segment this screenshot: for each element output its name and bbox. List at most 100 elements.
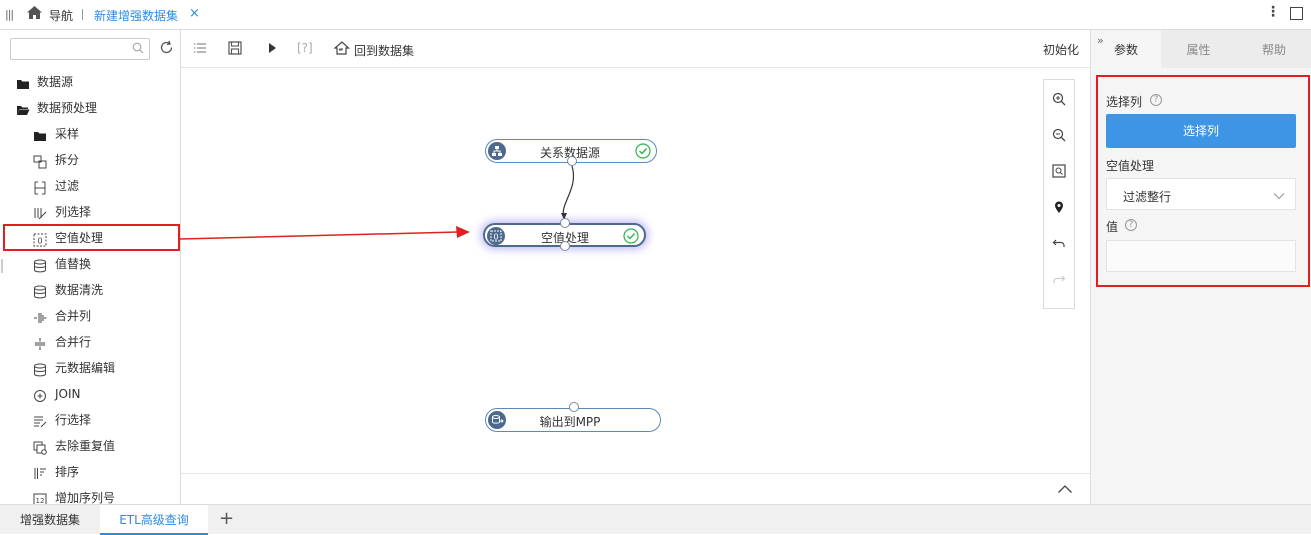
collapse-right-icon[interactable]: » — [1097, 34, 1104, 47]
search-icon[interactable] — [132, 42, 144, 57]
highlight-box — [1096, 75, 1310, 287]
tree-item[interactable]: 去除重复值 — [0, 434, 180, 458]
tree-item[interactable]: 行选择 — [0, 408, 180, 432]
tree-item[interactable]: 数据清洗 — [0, 278, 180, 302]
tree-item-label: 合并行 — [55, 335, 92, 349]
initialize-button[interactable]: 初始化 — [1043, 43, 1080, 57]
help-icon[interactable]: ? — [1150, 94, 1162, 106]
tree-item-label: 空值处理 — [55, 231, 104, 245]
node-label: 关系数据源 — [539, 146, 600, 160]
back-to-dataset-label[interactable]: 回到数据集 — [354, 44, 415, 58]
save-icon[interactable] — [228, 41, 242, 58]
menu-icon[interactable]: ||| — [5, 8, 14, 21]
value-label: 值 — [1106, 220, 1119, 234]
join-icon — [33, 387, 47, 402]
column-select-icon — [33, 205, 47, 220]
tree-item[interactable]: 合并行 — [0, 330, 180, 354]
tab-etl-advanced-query[interactable]: ETL高级查询 — [100, 505, 208, 535]
tree-item-label: 数据源 — [37, 75, 74, 89]
back-to-dataset-icon[interactable] — [333, 41, 351, 58]
tab-params[interactable]: 参数 — [1091, 30, 1161, 68]
node-label: 输出到MPP — [539, 415, 601, 429]
dedupe-icon — [33, 439, 47, 455]
left-panel: 数据源数据预处理采样拆分过滤列选择 0 空值处理值替换数据清洗合并列合并行元数据编辑… — [0, 30, 181, 507]
select-column-button[interactable]: 选择列 — [1106, 114, 1296, 148]
tree-item[interactable]: 合并列 — [0, 304, 180, 328]
list-icon[interactable] — [193, 41, 207, 58]
nav-label[interactable]: 导航 — [49, 9, 74, 23]
null-handle-icon: 0 — [487, 227, 505, 245]
input-port[interactable] — [569, 402, 579, 412]
add-tab-button[interactable]: + — [219, 508, 235, 529]
check-circle-icon — [623, 228, 639, 244]
tree-item-label: 排序 — [55, 465, 80, 479]
folder-open-icon — [16, 101, 30, 115]
tree-item[interactable]: 0 空值处理 — [0, 226, 180, 250]
tree-item[interactable]: 值替换 — [0, 252, 180, 276]
zoom-in-icon[interactable] — [1052, 92, 1066, 106]
run-icon[interactable] — [267, 42, 277, 57]
tab-attributes[interactable]: 属性 — [1186, 43, 1211, 57]
scroll-indicator[interactable] — [1, 259, 3, 273]
chevron-up-icon[interactable] — [1057, 483, 1073, 497]
tree-item-label: 增加序列号 — [55, 491, 116, 505]
tree-item[interactable]: 列选择 — [0, 200, 180, 224]
fit-view-icon[interactable] — [1052, 164, 1066, 178]
undo-icon[interactable] — [1052, 236, 1066, 250]
tree-item[interactable]: 元数据编辑 — [0, 356, 180, 380]
close-tab-icon[interactable]: × — [189, 6, 200, 21]
row-select-icon — [33, 413, 47, 428]
database-icon — [33, 361, 47, 377]
help-icon[interactable]: ? — [1125, 219, 1137, 231]
output-port[interactable] — [560, 241, 570, 251]
tab-enhanced-dataset[interactable]: 增强数据集 — [19, 513, 80, 527]
split-icon — [33, 153, 47, 169]
output-port[interactable] — [567, 156, 577, 166]
check-circle-icon — [635, 143, 651, 159]
tree-item[interactable]: 排序 — [0, 460, 180, 484]
null-handling-select[interactable]: 过滤整行 — [1106, 178, 1296, 210]
canvas-toolbar: [?] 回到数据集 初始化 — [181, 30, 1090, 68]
search-box — [10, 38, 150, 60]
null-handle-icon: 0 — [33, 231, 47, 247]
more-icon[interactable]: ⋮ — [1266, 4, 1280, 20]
bottom-tab-bar: 增强数据集 ETL高级查询 + — [0, 504, 1311, 535]
tree-item[interactable]: 拆分 — [0, 148, 180, 172]
node-output-mpp[interactable]: 输出到MPP — [485, 408, 661, 432]
right-panel: 参数 属性 帮助 » 选择列 ? 选择列 空值处理 过滤整行 值 ? — [1090, 30, 1311, 504]
collapse-bar — [181, 473, 1090, 504]
tree-item-label: 元数据编辑 — [55, 361, 116, 375]
folder-icon — [33, 127, 47, 141]
input-port[interactable] — [560, 218, 570, 228]
tree-item-label: 去除重复值 — [55, 439, 116, 453]
chevron-down-icon — [1273, 189, 1285, 203]
tree-item-label: 过滤 — [55, 179, 80, 193]
zoom-out-icon[interactable] — [1052, 128, 1066, 142]
search-input[interactable] — [15, 39, 130, 59]
tree-item-label: 行选择 — [55, 413, 92, 427]
redo-icon[interactable] — [1052, 272, 1066, 286]
refresh-icon[interactable] — [159, 40, 174, 58]
location-pin-icon[interactable] — [1052, 200, 1066, 214]
tree-item[interactable]: 数据源 — [0, 70, 180, 94]
tab-title[interactable]: 新建增强数据集 — [94, 9, 179, 23]
value-input[interactable] — [1106, 240, 1296, 272]
null-handling-label: 空值处理 — [1106, 159, 1155, 173]
tree-item[interactable]: 过滤 — [0, 174, 180, 198]
top-bar: ||| 导航 新建增强数据集 × ⋮ — [0, 0, 1311, 30]
output-icon — [488, 411, 506, 429]
tab-help[interactable]: 帮助 — [1261, 43, 1286, 57]
select-column-label: 选择列 — [1106, 95, 1143, 109]
tree-item[interactable]: JOIN — [0, 382, 180, 406]
maximize-icon[interactable] — [1290, 7, 1303, 20]
tree-item-label: 值替换 — [55, 257, 92, 271]
filter-icon — [33, 179, 47, 195]
tree-item[interactable]: 数据预处理 — [0, 96, 180, 120]
serial-icon: 12 — [33, 491, 47, 507]
connector-edge — [561, 165, 575, 220]
tree-item[interactable]: 采样 — [0, 122, 180, 146]
tree-item-label: JOIN — [55, 387, 81, 401]
home-icon[interactable] — [26, 5, 43, 23]
flow-canvas[interactable]: 关系数据源 0 空值处理 输出到MPP — [181, 69, 1090, 473]
help-bracket-icon[interactable]: [?] — [297, 41, 313, 55]
